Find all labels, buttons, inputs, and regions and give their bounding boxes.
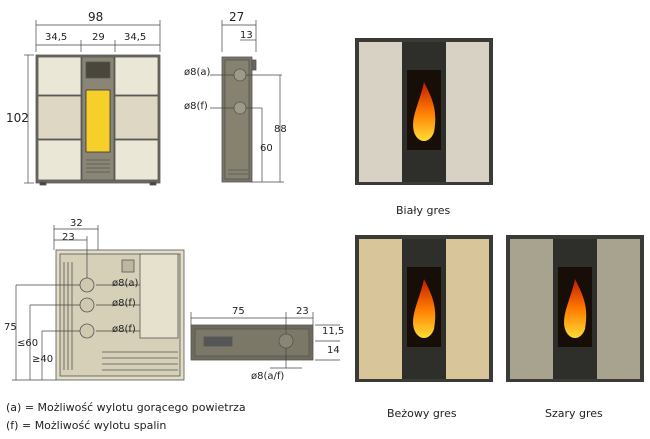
back-dim-inner-label: 23 [62,232,75,243]
variant-white-caption: Biały gres [396,204,451,217]
front-view-drawing [35,54,161,186]
stove-white-photo [355,38,493,185]
legend-eq-a: = [24,401,35,414]
front-seg-right-label: 34,5 [124,32,147,43]
back-dimension-lines [12,225,140,381]
side-height-f-label: 60 [260,143,273,154]
front-seg-left-label: 34,5 [45,32,68,43]
front-width-label: 98 [88,10,104,24]
legend-text-f: Możliwość wylotu spalin [34,419,167,432]
stove-beige-photo [355,235,493,382]
top-width-label: 75 [232,306,245,317]
back-pipe-f1-label: ø8(f) [112,298,136,309]
back-pipe-a-label: ø8(a) [112,278,139,289]
back-h40-label: ≥40 [32,354,54,365]
top-pipe-label: ø8(a/f) [251,371,285,382]
variant-beige-caption: Beżowy gres [387,407,457,420]
front-dimension-lines [24,20,161,184]
legend-text-a: Możliwość wylotu gorącego powietrza [37,401,246,414]
side-offset-label: 13 [240,30,253,41]
legend-key-a: (a) [6,401,22,414]
back-h60-label: ≤60 [17,338,39,349]
back-view-drawing [55,249,185,381]
side-pipe-a-label: ø8(a) [184,67,211,78]
top-view-drawing [190,324,314,361]
legend-item-a: (a) = Możliwość wylotu gorącego powietrz… [6,401,246,414]
stove-grey-photo [506,235,644,382]
top-d14-label: 14 [327,345,340,356]
top-offset-label: 23 [296,306,309,317]
variant-grey-caption: Szary gres [545,407,603,420]
front-height-label: 102 [6,111,29,125]
legend-eq-f: = [21,419,32,432]
legend-key-f: (f) [6,419,19,432]
top-d11-label: 11,5 [322,326,345,337]
side-height-a-label: 88 [274,124,287,135]
side-pipe-f-label: ø8(f) [184,101,208,112]
side-dimension-lines [210,20,284,183]
side-depth-label: 27 [229,10,245,24]
top-dimension-lines [190,312,340,369]
legend-item-f: (f) = Możliwość wylotu spalin [6,419,166,432]
side-view-drawing [221,56,257,183]
back-h75-label: 75 [4,322,17,333]
back-dim-outer-label: 32 [70,218,83,229]
back-pipe-f2-label: ø8(f) [112,324,136,335]
front-seg-mid-label: 29 [92,32,105,43]
